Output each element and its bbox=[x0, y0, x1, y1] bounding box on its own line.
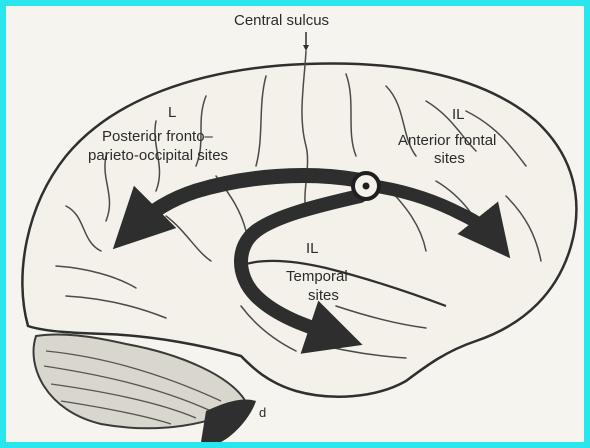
temporal-tag: IL bbox=[306, 240, 319, 257]
brainstem-mark: d bbox=[259, 404, 266, 421]
brain-illustration bbox=[6, 6, 584, 442]
temporal-line2: sites bbox=[308, 287, 339, 304]
brain-diagram: Central sulcus L Posterior fronto– parie… bbox=[6, 6, 584, 442]
posterior-line2: parieto-occipital sites bbox=[88, 147, 228, 164]
origin-site bbox=[353, 173, 379, 199]
central-sulcus-label: Central sulcus bbox=[234, 12, 329, 29]
temporal-line1: Temporal bbox=[286, 268, 348, 285]
posterior-line1: Posterior fronto– bbox=[102, 128, 213, 145]
anterior-tag: IL bbox=[452, 106, 465, 123]
anterior-line1: Anterior frontal bbox=[398, 132, 496, 149]
anterior-line2: sites bbox=[434, 150, 465, 167]
posterior-tag: L bbox=[168, 104, 176, 121]
